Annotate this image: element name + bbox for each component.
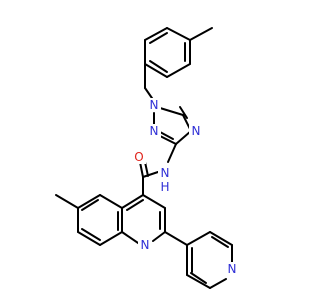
atom-n-triazole-1: N — [150, 98, 159, 112]
quinoline-ring — [55, 194, 166, 246]
structure-svg: N N N N H O N N — [55, 27, 239, 289]
toluene-methyl-bond — [189, 27, 213, 41]
atom-h-amide: H — [160, 180, 169, 194]
amide-linkage — [139, 143, 177, 196]
molecule-diagram: N N N N H O N N — [55, 27, 239, 289]
atom-n-quinoline: N — [141, 238, 150, 252]
atom-o-carbonyl: O — [134, 150, 143, 164]
atom-n-triazole-4: N — [192, 124, 201, 138]
atom-n-pyridine: N — [228, 262, 237, 276]
toluene-ring — [144, 27, 213, 102]
atom-n-triazole-2: N — [150, 124, 159, 138]
quinoline-methyl-bond — [55, 194, 79, 209]
atom-n-amide: N — [161, 166, 170, 180]
pyridine-ring — [164, 231, 233, 289]
atom-labels: N N N N H O N N — [132, 98, 239, 276]
